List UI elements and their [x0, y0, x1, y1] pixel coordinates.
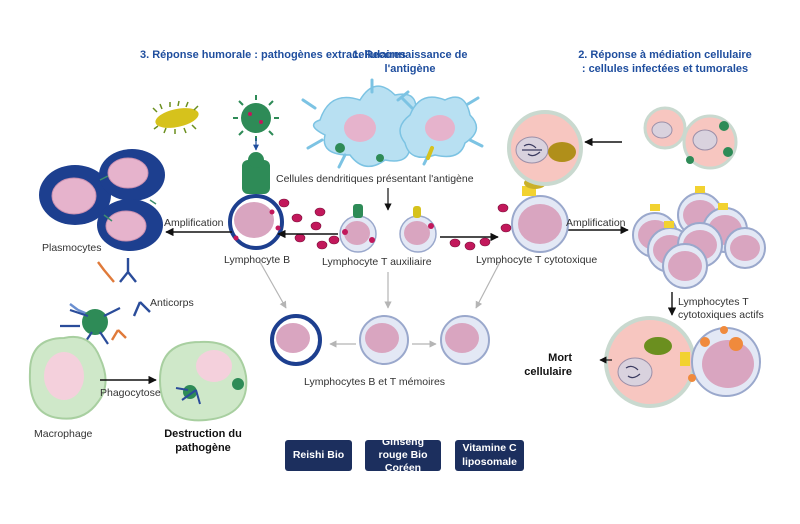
label-lymph-t-cyto: Lymphocyte T cytotoxique	[476, 254, 598, 266]
dendritic-cells	[301, 78, 484, 169]
infected-cells	[507, 106, 738, 186]
macrophage-cell	[28, 336, 107, 420]
heading-cellular: 2. Réponse à médiation cellulaire : cell…	[578, 49, 752, 76]
label-phagocytose: Phagocytose	[100, 387, 161, 399]
heading-humoral: 3. Réponse humorale : pathogènes extrace…	[140, 49, 406, 61]
antibody-virus-cluster	[60, 307, 121, 345]
label-memory: Lymphocytes B et T mémoires	[304, 376, 446, 388]
lymphocyte-b-cell	[228, 152, 284, 250]
cytokine-dots-right	[449, 203, 512, 251]
product-button-vitamine-c[interactable]: Vitamine C liposomale	[455, 440, 524, 471]
label-amplification-right: Amplification	[566, 217, 626, 229]
label-plasmocytes: Plasmocytes	[42, 242, 102, 254]
label-active-t: Lymphocytes T cytotoxiques actifs	[678, 296, 764, 321]
amplified-t-cyto-cells	[632, 186, 766, 289]
label-amplification-left: Amplification	[164, 217, 224, 229]
label-destruction: Destruction du pathogène	[164, 428, 242, 454]
antibodies-group	[69, 258, 151, 341]
label-lymph-b: Lymphocyte B	[224, 254, 291, 266]
label-dendritic: Cellules dendritiques présentant l'antig…	[276, 173, 474, 185]
bacteria-icon	[152, 100, 199, 134]
heading-recognition: 1. Reconnaissance de l'antigène	[352, 49, 468, 76]
plasmocytes-group	[39, 149, 165, 251]
memory-arrows	[259, 261, 501, 348]
label-mort: Mort cellulaire	[524, 352, 572, 378]
product-button-ginseng[interactable]: Ginseng rouge Bio Coréen	[365, 436, 441, 474]
cell-death-scene	[604, 316, 761, 408]
pathogen-destruction-cell	[158, 340, 248, 422]
cytokine-dots-left	[278, 198, 340, 250]
label-lymph-t-aux: Lymphocyte T auxiliaire	[322, 256, 432, 268]
label-macrophage: Macrophage	[34, 428, 93, 440]
lymphocyte-t-cyto-cell	[511, 177, 569, 253]
product-button-reishi[interactable]: Reishi Bio	[285, 440, 352, 471]
virus-icon	[233, 95, 279, 141]
memory-cells	[270, 314, 490, 366]
label-anticorps: Anticorps	[150, 297, 194, 309]
lymphocyte-t-aux-cells	[339, 204, 437, 253]
